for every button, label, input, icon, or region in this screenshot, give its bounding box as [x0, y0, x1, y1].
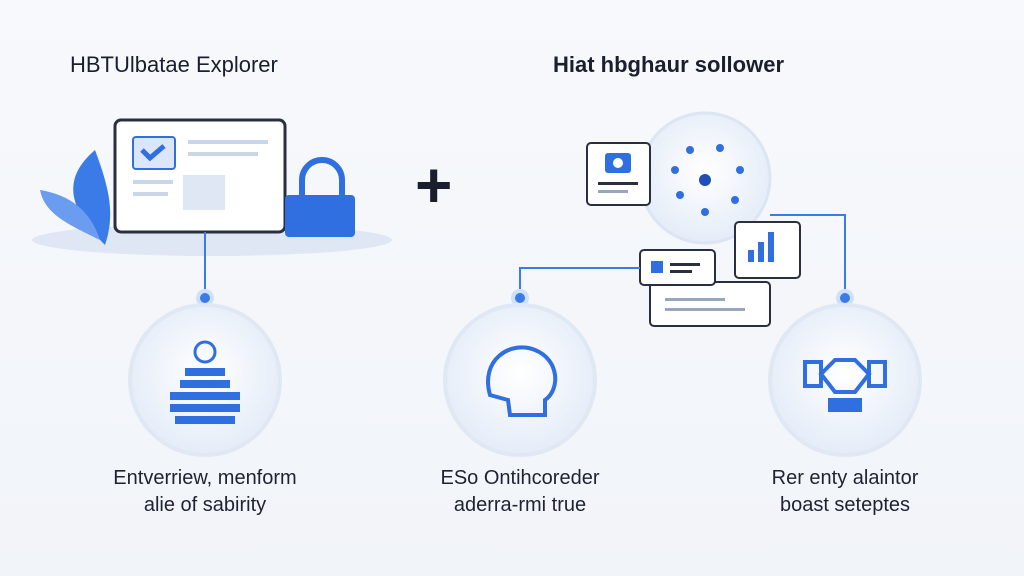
- hub-network-icon: [671, 144, 744, 216]
- caption-line: boast seteptes: [779, 494, 911, 516]
- caption-line: alie of sabirity: [143, 494, 267, 516]
- lock-icon: [285, 157, 355, 237]
- head-profile-icon: [486, 345, 558, 417]
- node-circle-2: [443, 303, 597, 457]
- connector-dot: [511, 289, 529, 307]
- caption-line: aderra-rmi true: [453, 494, 587, 516]
- caption-line: Entverriew, menform: [113, 467, 297, 489]
- list-card-back: [649, 281, 771, 327]
- server-stack-icon: [170, 340, 240, 424]
- node-caption-2: ESo Ontihcoreder aderra-rmi true: [370, 465, 670, 519]
- laptop-icon: [113, 118, 287, 234]
- connector-dot: [836, 289, 854, 307]
- node-circle-1: [128, 303, 282, 457]
- network-hub-icon: [803, 358, 887, 412]
- node-caption-1: Entverriew, menform alie of sabirity: [55, 465, 355, 519]
- caption-line: ESo Ontihcoreder: [440, 467, 600, 489]
- left-title: HBTUlbatae Explorer: [70, 52, 278, 77]
- node-circle-3: [768, 303, 922, 457]
- chart-card: [734, 221, 801, 279]
- leaf-icon: [40, 150, 111, 245]
- right-title: Hiat hbghaur sollower: [553, 52, 785, 77]
- camera-card: [586, 142, 651, 206]
- plus-symbol: +: [415, 149, 453, 221]
- connector-dot: [196, 289, 214, 307]
- list-card-front: [639, 249, 716, 286]
- caption-line: Rer enty alaintor: [771, 467, 919, 489]
- connector-lines: [204, 214, 846, 298]
- node-caption-3: Rer enty alaintor boast seteptes: [695, 465, 995, 519]
